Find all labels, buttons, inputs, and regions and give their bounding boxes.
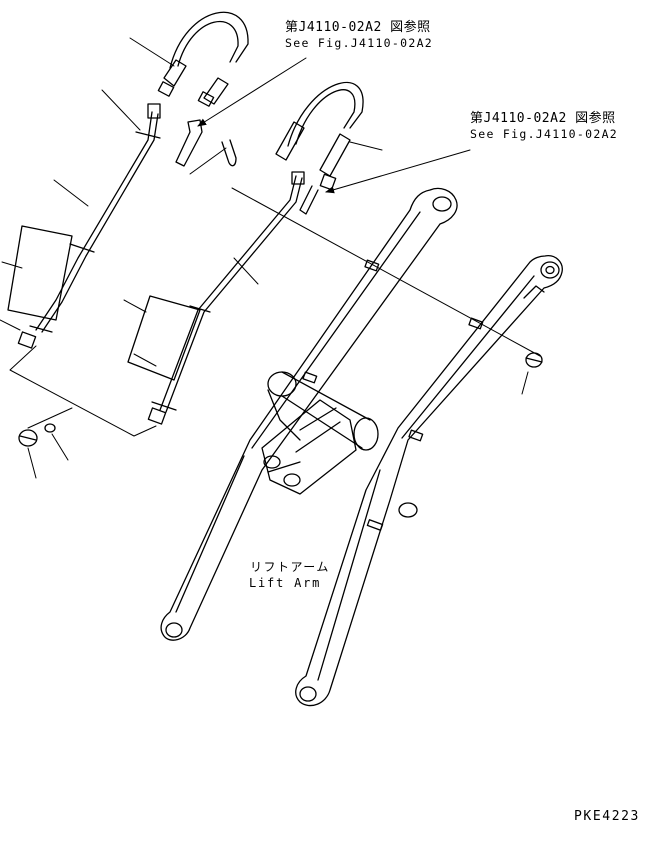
lift-arm-top-pin-boss-right <box>540 261 560 279</box>
hose-tip-middle <box>299 185 319 215</box>
hose-loop-middle-inner <box>295 89 356 145</box>
ref-arrow-right <box>325 149 471 194</box>
tube-middle-main-2 <box>165 177 303 413</box>
lift-arm-left-lower-edge <box>175 455 245 613</box>
lift-arm-top-pin-boss-left <box>432 196 452 212</box>
leader-guard-middle <box>123 299 147 313</box>
leader-tube-middle-lower <box>133 353 157 367</box>
grease-tube-middle <box>127 82 364 425</box>
tube-middle-mid-clamp <box>189 305 211 313</box>
loose-washer <box>44 423 56 433</box>
mount-line-washers <box>27 407 73 429</box>
clip-plate-4 <box>408 429 424 442</box>
tube-left-top-nut <box>147 103 161 119</box>
ref-right-jp: 第J4110-02A2 図参照 <box>470 111 616 126</box>
tube-middle-top-nut <box>291 171 305 185</box>
loose-nut <box>18 429 38 447</box>
tube-middle-guard-plate <box>127 295 201 381</box>
lift-arm-cross-tube <box>267 371 379 451</box>
lift-arm <box>160 187 563 707</box>
ref-upper-en: See Fig.J4110-02A2 <box>285 36 434 50</box>
leader-tube-middle <box>233 257 259 285</box>
tube-left-mid-clamp <box>69 243 95 253</box>
hose-loop-left-inner <box>177 20 239 67</box>
drawing-code: PKE4223 <box>574 809 640 824</box>
leader-j-hook <box>189 147 227 175</box>
tube-left-main <box>35 111 153 331</box>
hose-fitting-left-2 <box>203 77 229 105</box>
grease-tube-left <box>7 11 249 349</box>
hose-nut-left-1 <box>157 81 175 97</box>
lift-arm-left-inner-edge <box>251 211 421 449</box>
ref-right-en: See Fig.J4110-02A2 <box>470 127 619 141</box>
lift-arm-right-beam <box>295 255 563 707</box>
tube-left-main-2 <box>41 113 159 333</box>
lift-arm-right-inner-edge <box>401 275 535 439</box>
part-name-jp: リフトアーム <box>250 560 330 574</box>
callout-leaders <box>0 37 383 479</box>
leader-tube-top-clamp <box>101 89 141 131</box>
tube-middle-bottom-nut <box>147 407 167 425</box>
clip-plate-5 <box>366 519 384 531</box>
hose-loop-middle <box>287 82 364 147</box>
tube-left-guard-plate <box>7 225 73 321</box>
clip-plate-3 <box>302 371 318 384</box>
lift-arm-middle-boss <box>398 502 418 518</box>
lift-arm-bottom-pin-boss-left <box>165 622 183 638</box>
lift-arm-bottom-pin-boss-right <box>299 686 317 702</box>
hose-nut-middle <box>319 173 337 191</box>
leader-nut-left <box>0 319 21 331</box>
mount-line-lower <box>9 345 157 437</box>
hose-loop-left <box>169 11 249 69</box>
hose-nut-left-2 <box>197 91 215 107</box>
tube-left-bottom-nut <box>17 331 37 349</box>
elbow-fitting-left <box>175 119 203 167</box>
leader-hose-fitting-middle <box>349 141 383 151</box>
part-name-en: Lift Arm <box>249 576 322 590</box>
ref-upper-jp: 第J4110-02A2 図参照 <box>285 20 431 35</box>
loose-nut-face <box>19 435 37 441</box>
hose-fitting-left-1 <box>163 59 187 87</box>
clip-alignment-line <box>231 187 541 357</box>
tube-middle-bottom-clamp <box>151 401 177 411</box>
clip-plate-2 <box>468 317 484 330</box>
lift-arm-top-pin-hole-right <box>545 265 555 275</box>
tube-left-bottom-clamp <box>29 325 53 333</box>
leader-tube-left <box>53 179 89 207</box>
lift-arm-top-bracket <box>523 285 545 299</box>
lift-arm-right-lower-edge <box>317 469 381 681</box>
lift-arm-center-bracket <box>261 399 357 495</box>
leader-hose-fitting-left <box>129 37 175 67</box>
leader-guard-left <box>1 261 23 269</box>
ref-arrow-upper <box>197 57 307 127</box>
leader-loose-nut <box>27 447 37 479</box>
j-hook-clip <box>221 139 237 167</box>
loose-hardware <box>18 423 56 447</box>
hose-fitting-middle-1 <box>275 121 305 161</box>
tube-left-top-clamp <box>135 131 161 139</box>
leader-loose-washer <box>51 433 69 461</box>
lift-arm-left-beam <box>160 187 458 641</box>
leader-nut-right <box>521 371 529 395</box>
hose-fitting-middle-2 <box>319 133 351 177</box>
clamp-nut-right-face <box>525 357 543 363</box>
